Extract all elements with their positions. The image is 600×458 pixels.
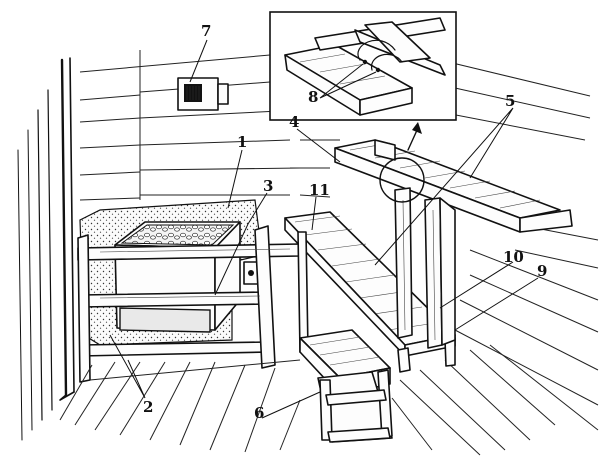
label-5: 5 bbox=[505, 92, 515, 110]
label-7: 7 bbox=[201, 22, 211, 40]
footstool bbox=[299, 329, 393, 443]
label-2: 2 bbox=[143, 398, 153, 416]
leader-lines bbox=[109, 39, 539, 419]
vent bbox=[177, 77, 229, 111]
label-9: 9 bbox=[537, 262, 547, 280]
label-4: 4 bbox=[289, 113, 299, 131]
labels: 7 1 3 11 4 8 5 10 9 2 6 bbox=[143, 22, 547, 422]
detail-circle bbox=[379, 157, 425, 203]
label-11: 11 bbox=[309, 181, 330, 199]
label-6: 6 bbox=[254, 404, 264, 422]
inset-detail bbox=[269, 11, 457, 121]
floor bbox=[59, 344, 599, 456]
label-3: 3 bbox=[263, 177, 273, 195]
heater bbox=[79, 199, 263, 346]
label-8: 8 bbox=[308, 88, 318, 106]
label-10: 10 bbox=[503, 248, 524, 266]
heater-fence bbox=[77, 225, 301, 383]
left-wall bbox=[17, 57, 75, 441]
label-1: 1 bbox=[237, 133, 247, 151]
lower-bench bbox=[284, 211, 456, 373]
upper-shelf bbox=[334, 139, 573, 349]
